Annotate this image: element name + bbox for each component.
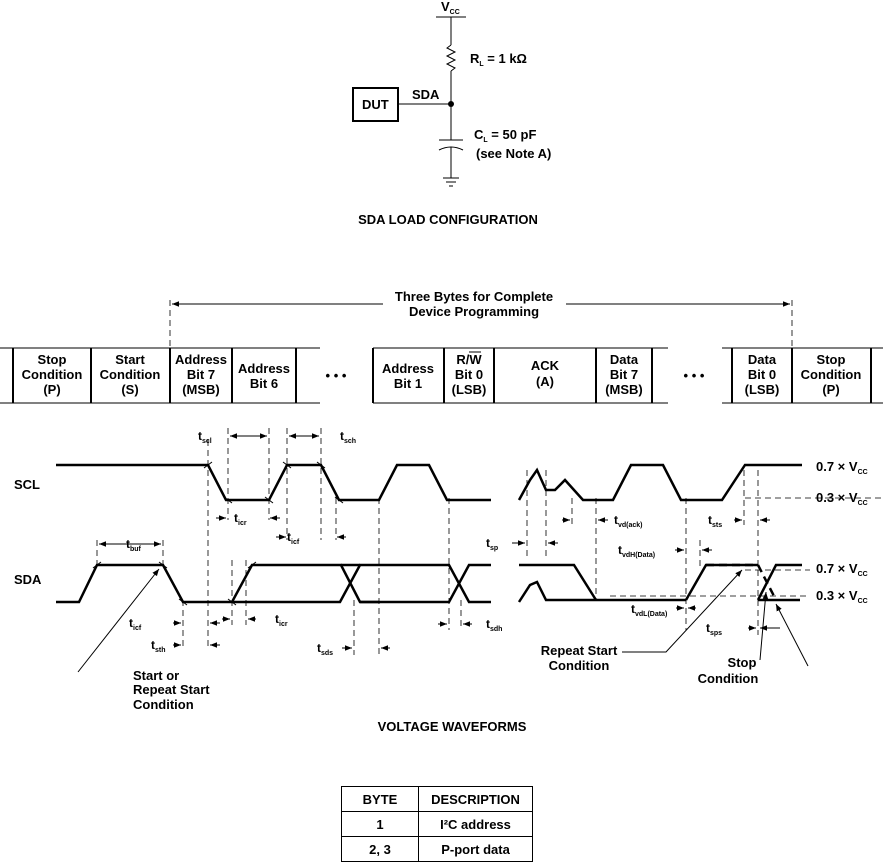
t-sp-label: tsp — [486, 536, 498, 552]
scl-label: SCL — [14, 477, 40, 492]
voltage-waveforms: SCL SDA 0.7 × VCC 0 — [14, 428, 883, 734]
table-header-row: BYTE DESCRIPTION — [341, 786, 533, 812]
cell-ack: ACK(A) — [531, 358, 560, 389]
sda-waveform-start — [56, 563, 379, 604]
sda-waveform-right-low — [517, 580, 686, 603]
table-row: 1 I²C address — [341, 811, 533, 837]
t-scl-label: tscl — [198, 429, 212, 445]
t-icr-scl-label: ticr — [234, 511, 247, 527]
t-icr-sda-label: ticr — [275, 612, 288, 628]
bytes-header-line1: Three Bytes for Complete — [395, 289, 553, 304]
rl-label: RL = 1 kΩ — [470, 51, 527, 68]
table-cell-byte: 1 — [341, 811, 419, 837]
t-icf-sda-label: ticf — [129, 616, 142, 632]
table-row: 2, 3 P-port data — [341, 836, 533, 862]
sda-waveform-right-high — [519, 563, 598, 601]
t-sth-label: tsth — [151, 638, 166, 654]
table-cell-description: P-port data — [418, 836, 533, 862]
sda-waveform-data — [232, 563, 491, 604]
sda-load-configuration: VCC RL = 1 kΩ DUT SDA CL = 50 pF (see No… — [352, 0, 551, 227]
t-sch-label: tsch — [340, 429, 356, 445]
t-buf-label: tbuf — [126, 537, 142, 553]
sda-waveform-data-2 — [341, 563, 491, 604]
sda-repeat-rise — [684, 563, 744, 601]
scl-waveform-left — [56, 463, 491, 502]
voltage-waveforms-caption: VOLTAGE WAVEFORMS — [378, 719, 527, 734]
t-sts-label: tsts — [708, 513, 722, 529]
bytes-span: Three Bytes for Complete Device Programm… — [169, 289, 793, 348]
byte-description-table: BYTE DESCRIPTION 1 I²C address 2, 3 P-po… — [341, 786, 533, 862]
vcc-label: VCC — [441, 0, 460, 16]
cl-note: (see Note A) — [476, 146, 551, 161]
scl-waveform-right — [517, 463, 802, 502]
bytes-header-line2: Device Programming — [409, 304, 539, 319]
table-cell-description: I²C address — [418, 811, 533, 837]
t-sdh-label: tsdh — [486, 617, 502, 633]
ellipsis-1: • • • — [326, 368, 347, 383]
sda-node-label: SDA — [412, 87, 440, 102]
ellipsis-2: • • • — [684, 368, 705, 383]
table-header-byte: BYTE — [341, 786, 419, 812]
t-icf-scl-label: ticf — [287, 530, 300, 546]
t-sps-label: tsps — [706, 621, 722, 637]
load-config-caption: SDA LOAD CONFIGURATION — [358, 212, 538, 227]
table-cell-byte: 2, 3 — [341, 836, 419, 862]
level-low-label: 0.3 × VCC — [816, 490, 868, 507]
level-high-label-sda: 0.7 × VCC — [816, 561, 868, 578]
t-vd-ack-label: tvd(ack) — [614, 513, 643, 529]
t-vdl-data-label: tvdL(Data) — [631, 602, 667, 618]
t-vdh-data-label: tvdH(Data) — [618, 543, 655, 559]
i2c-timing-diagram: VCC RL = 1 kΩ DUT SDA CL = 50 pF (see No… — [0, 0, 883, 734]
dut-label: DUT — [362, 97, 389, 112]
level-high-label: 0.7 × VCC — [816, 459, 868, 476]
sda-label: SDA — [14, 572, 42, 587]
load-resistor — [445, 44, 457, 72]
t-sds-label: tsds — [317, 641, 333, 657]
cl-label: CL = 50 pF — [474, 127, 537, 144]
level-low-label-sda: 0.3 × VCC — [816, 588, 868, 605]
table-header-description: DESCRIPTION — [418, 786, 533, 812]
